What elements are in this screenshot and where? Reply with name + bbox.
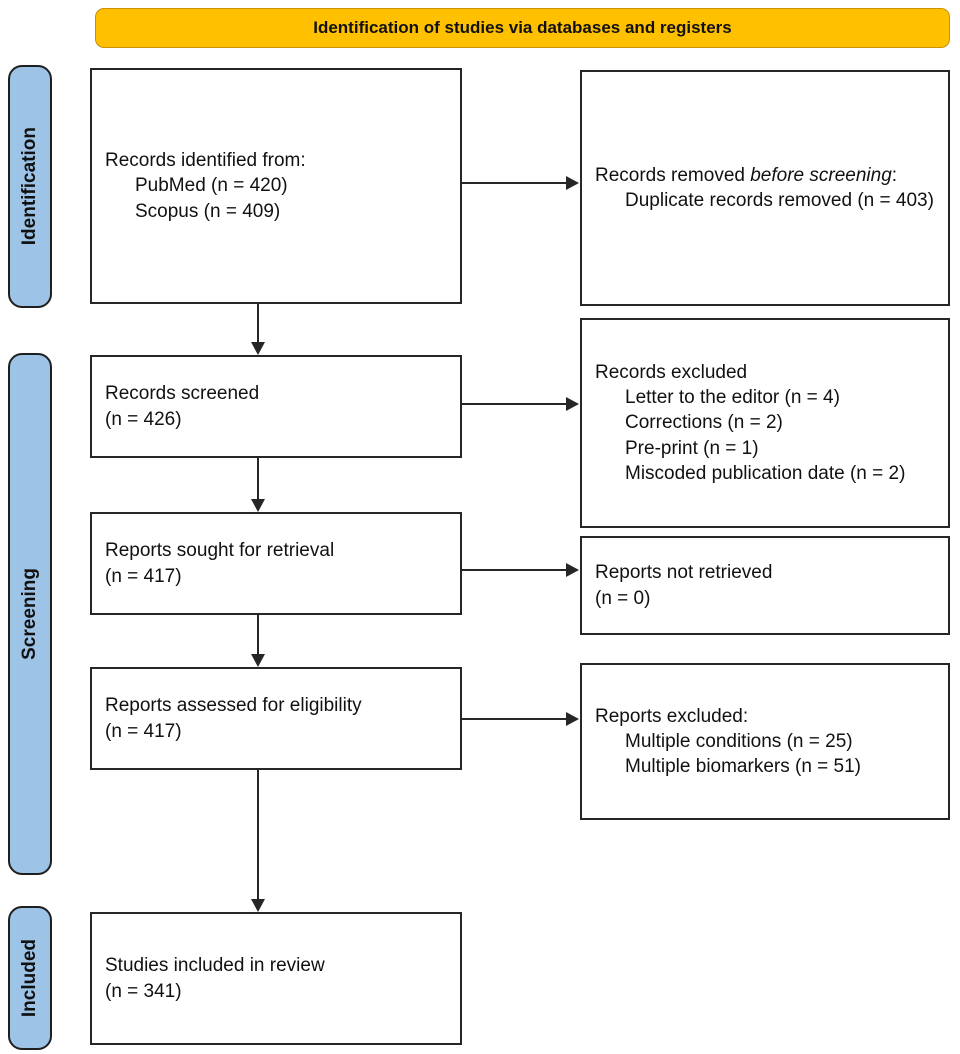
box-records-screened-line: Records screened bbox=[105, 383, 260, 405]
box-reports-assessed-count: (n = 417) bbox=[105, 720, 182, 742]
box-reports-sought-line: Reports sought for retrieval bbox=[105, 540, 335, 562]
box-records-screened-count: (n = 426) bbox=[105, 408, 182, 430]
box-records-excluded-item: Letter to the editor (n = 4) bbox=[625, 387, 840, 409]
stage-included: Included bbox=[8, 906, 52, 1050]
box-records-identified-line: Records identified from: bbox=[105, 150, 306, 172]
box-reports-not-retrieved-count: (n = 0) bbox=[595, 587, 651, 609]
stage-screening-label: Screening bbox=[19, 568, 40, 660]
stage-screening: Screening bbox=[8, 353, 52, 875]
stage-identification: Identification bbox=[8, 65, 52, 308]
box-records-identified-item: PubMed (n = 420) bbox=[135, 175, 288, 197]
diagram-header-title: Identification of studies via databases … bbox=[313, 18, 732, 37]
box-reports-not-retrieved-line: Reports not retrieved bbox=[595, 562, 773, 584]
diagram-header-banner: Identification of studies via databases … bbox=[95, 8, 950, 48]
box-records-excluded: Records excluded Letter to the editor (n… bbox=[580, 318, 950, 528]
arrow-assessed-to-included bbox=[251, 770, 265, 912]
box-records-removed-italic: before screening bbox=[750, 164, 892, 186]
box-records-removed: Records removed before screening: Duplic… bbox=[580, 70, 950, 306]
box-studies-included-line: Studies included in review bbox=[105, 955, 325, 977]
stage-included-label: Included bbox=[19, 938, 40, 1018]
arrow-screened-to-sought bbox=[251, 458, 265, 512]
box-records-excluded-item: Corrections (n = 2) bbox=[625, 412, 783, 434]
box-reports-assessed-line: Reports assessed for eligibility bbox=[105, 695, 362, 717]
arrow-identified-to-screened bbox=[251, 304, 265, 355]
box-records-removed-line: Records removed before screening: bbox=[595, 163, 936, 188]
box-records-identified: Records identified from: PubMed (n = 420… bbox=[90, 68, 462, 304]
arrow-identified-to-removed bbox=[462, 176, 579, 190]
arrow-sought-to-assessed bbox=[251, 615, 265, 667]
box-studies-included-count: (n = 341) bbox=[105, 980, 182, 1002]
arrow-assessed-to-reports-excluded bbox=[462, 712, 579, 726]
box-reports-sought-count: (n = 417) bbox=[105, 565, 182, 587]
box-records-screened: Records screened (n = 426) bbox=[90, 355, 462, 458]
arrow-screened-to-excluded bbox=[462, 397, 579, 411]
arrow-sought-to-not-retrieved bbox=[462, 563, 579, 577]
box-studies-included: Studies included in review (n = 341) bbox=[90, 912, 462, 1045]
box-reports-excluded-item: Multiple conditions (n = 25) bbox=[625, 730, 853, 752]
box-records-excluded-item: Pre-print (n = 1) bbox=[625, 437, 759, 459]
box-reports-excluded-item: Multiple biomarkers (n = 51) bbox=[625, 756, 862, 778]
box-records-excluded-item: Miscoded publication date (n = 2) bbox=[625, 462, 906, 484]
box-records-removed-prefix: Records removed bbox=[595, 164, 751, 186]
box-records-removed-item: Duplicate records removed (n = 403) bbox=[625, 190, 934, 211]
box-reports-excluded-line: Reports excluded: bbox=[595, 705, 749, 727]
box-reports-excluded: Reports excluded: Multiple conditions (n… bbox=[580, 663, 950, 820]
box-records-removed-suffix: : bbox=[891, 164, 898, 186]
box-records-identified-item: Scopus (n = 409) bbox=[135, 200, 281, 222]
box-records-excluded-line: Records excluded bbox=[595, 362, 748, 384]
box-reports-not-retrieved: Reports not retrieved (n = 0) bbox=[580, 536, 950, 635]
box-reports-assessed: Reports assessed for eligibility (n = 41… bbox=[90, 667, 462, 770]
box-reports-sought: Reports sought for retrieval (n = 417) bbox=[90, 512, 462, 615]
stage-identification-label: Identification bbox=[19, 127, 40, 246]
